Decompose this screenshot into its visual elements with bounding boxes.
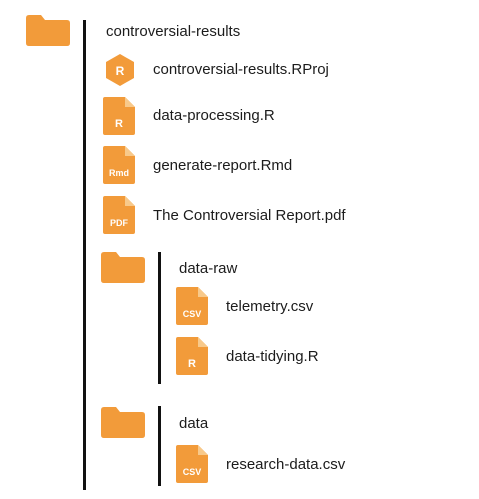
svg-text:CSV: CSV [183,467,202,477]
folder-icon[interactable] [101,251,145,283]
file-label-data-tidying[interactable]: data-tidying.R [226,348,319,365]
svg-text:Rmd: Rmd [109,168,129,178]
folder-label-data[interactable]: data [179,415,209,432]
file-label-generate-report[interactable]: generate-report.Rmd [153,157,293,174]
csv-file-icon[interactable]: CSV [176,287,208,325]
r-file-icon[interactable]: R [176,337,208,375]
file-label-rproj[interactable]: controversial-results.RProj [153,61,329,78]
file-label-research-data[interactable]: research-data.csv [226,456,346,473]
svg-text:R: R [188,358,196,370]
folder-icon[interactable] [101,406,145,438]
svg-text:R: R [116,64,125,78]
csv-file-icon[interactable]: CSV [176,445,208,483]
svg-text:PDF: PDF [110,218,129,228]
data-tree-line [158,406,161,486]
root-tree-line [83,20,86,490]
pdf-file-icon[interactable]: PDF [103,196,135,234]
r-file-icon[interactable]: R [103,97,135,135]
data-raw-tree-line [158,252,161,384]
file-label-telemetry[interactable]: telemetry.csv [226,298,314,315]
file-label-pdf-report[interactable]: The Controversial Report.pdf [153,207,346,224]
file-label-data-processing[interactable]: data-processing.R [153,107,275,124]
folder-icon[interactable] [26,14,70,46]
svg-text:CSV: CSV [183,309,202,319]
root-folder-label[interactable]: controversial-results [106,23,241,40]
rproj-icon[interactable]: R [103,53,137,87]
rmd-file-icon[interactable]: Rmd [103,146,135,184]
svg-text:R: R [115,118,123,130]
folder-label-data-raw[interactable]: data-raw [179,260,238,277]
